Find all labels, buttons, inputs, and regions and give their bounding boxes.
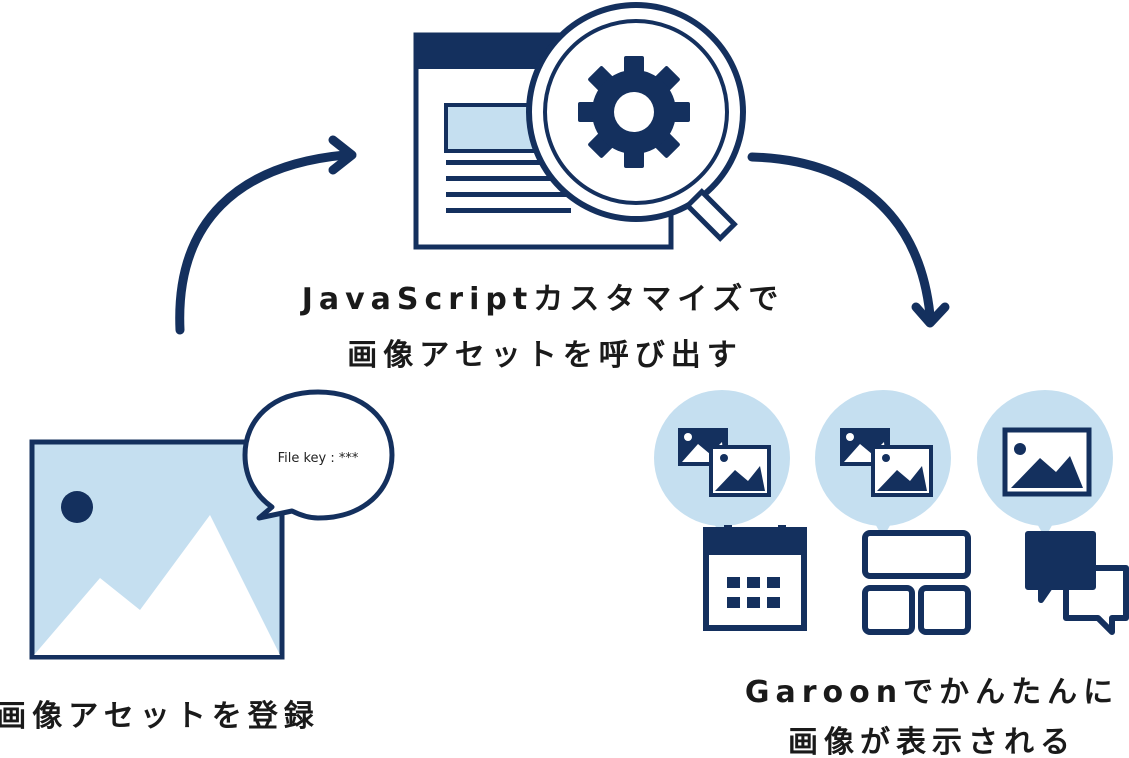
image-bubble-1 <box>654 390 790 538</box>
image-asset-icon <box>29 439 285 660</box>
calendar-icon <box>703 525 807 631</box>
customize-caption-line2: 画像アセットを呼び出す <box>347 338 742 373</box>
display-caption-line1: Garoonでかんたんに <box>745 675 1119 710</box>
file-key-bubble: File key : *** <box>242 389 395 521</box>
gear-icon <box>578 56 690 168</box>
image-bubble-3 <box>977 390 1113 538</box>
arrow-customize-to-display <box>747 152 950 328</box>
chat-bubbles-icon <box>1025 531 1129 635</box>
file-key-text: File key : *** <box>278 451 359 466</box>
image-bubble-2 <box>815 390 951 538</box>
display-caption-line2: 画像が表示される <box>788 725 1076 758</box>
portal-layout-icon <box>862 530 971 635</box>
register-caption: 画像アセットを登録 <box>0 699 320 734</box>
arrow-register-to-customize <box>175 135 357 335</box>
customize-caption-line1: JavaScriptカスタマイズで <box>300 282 785 317</box>
